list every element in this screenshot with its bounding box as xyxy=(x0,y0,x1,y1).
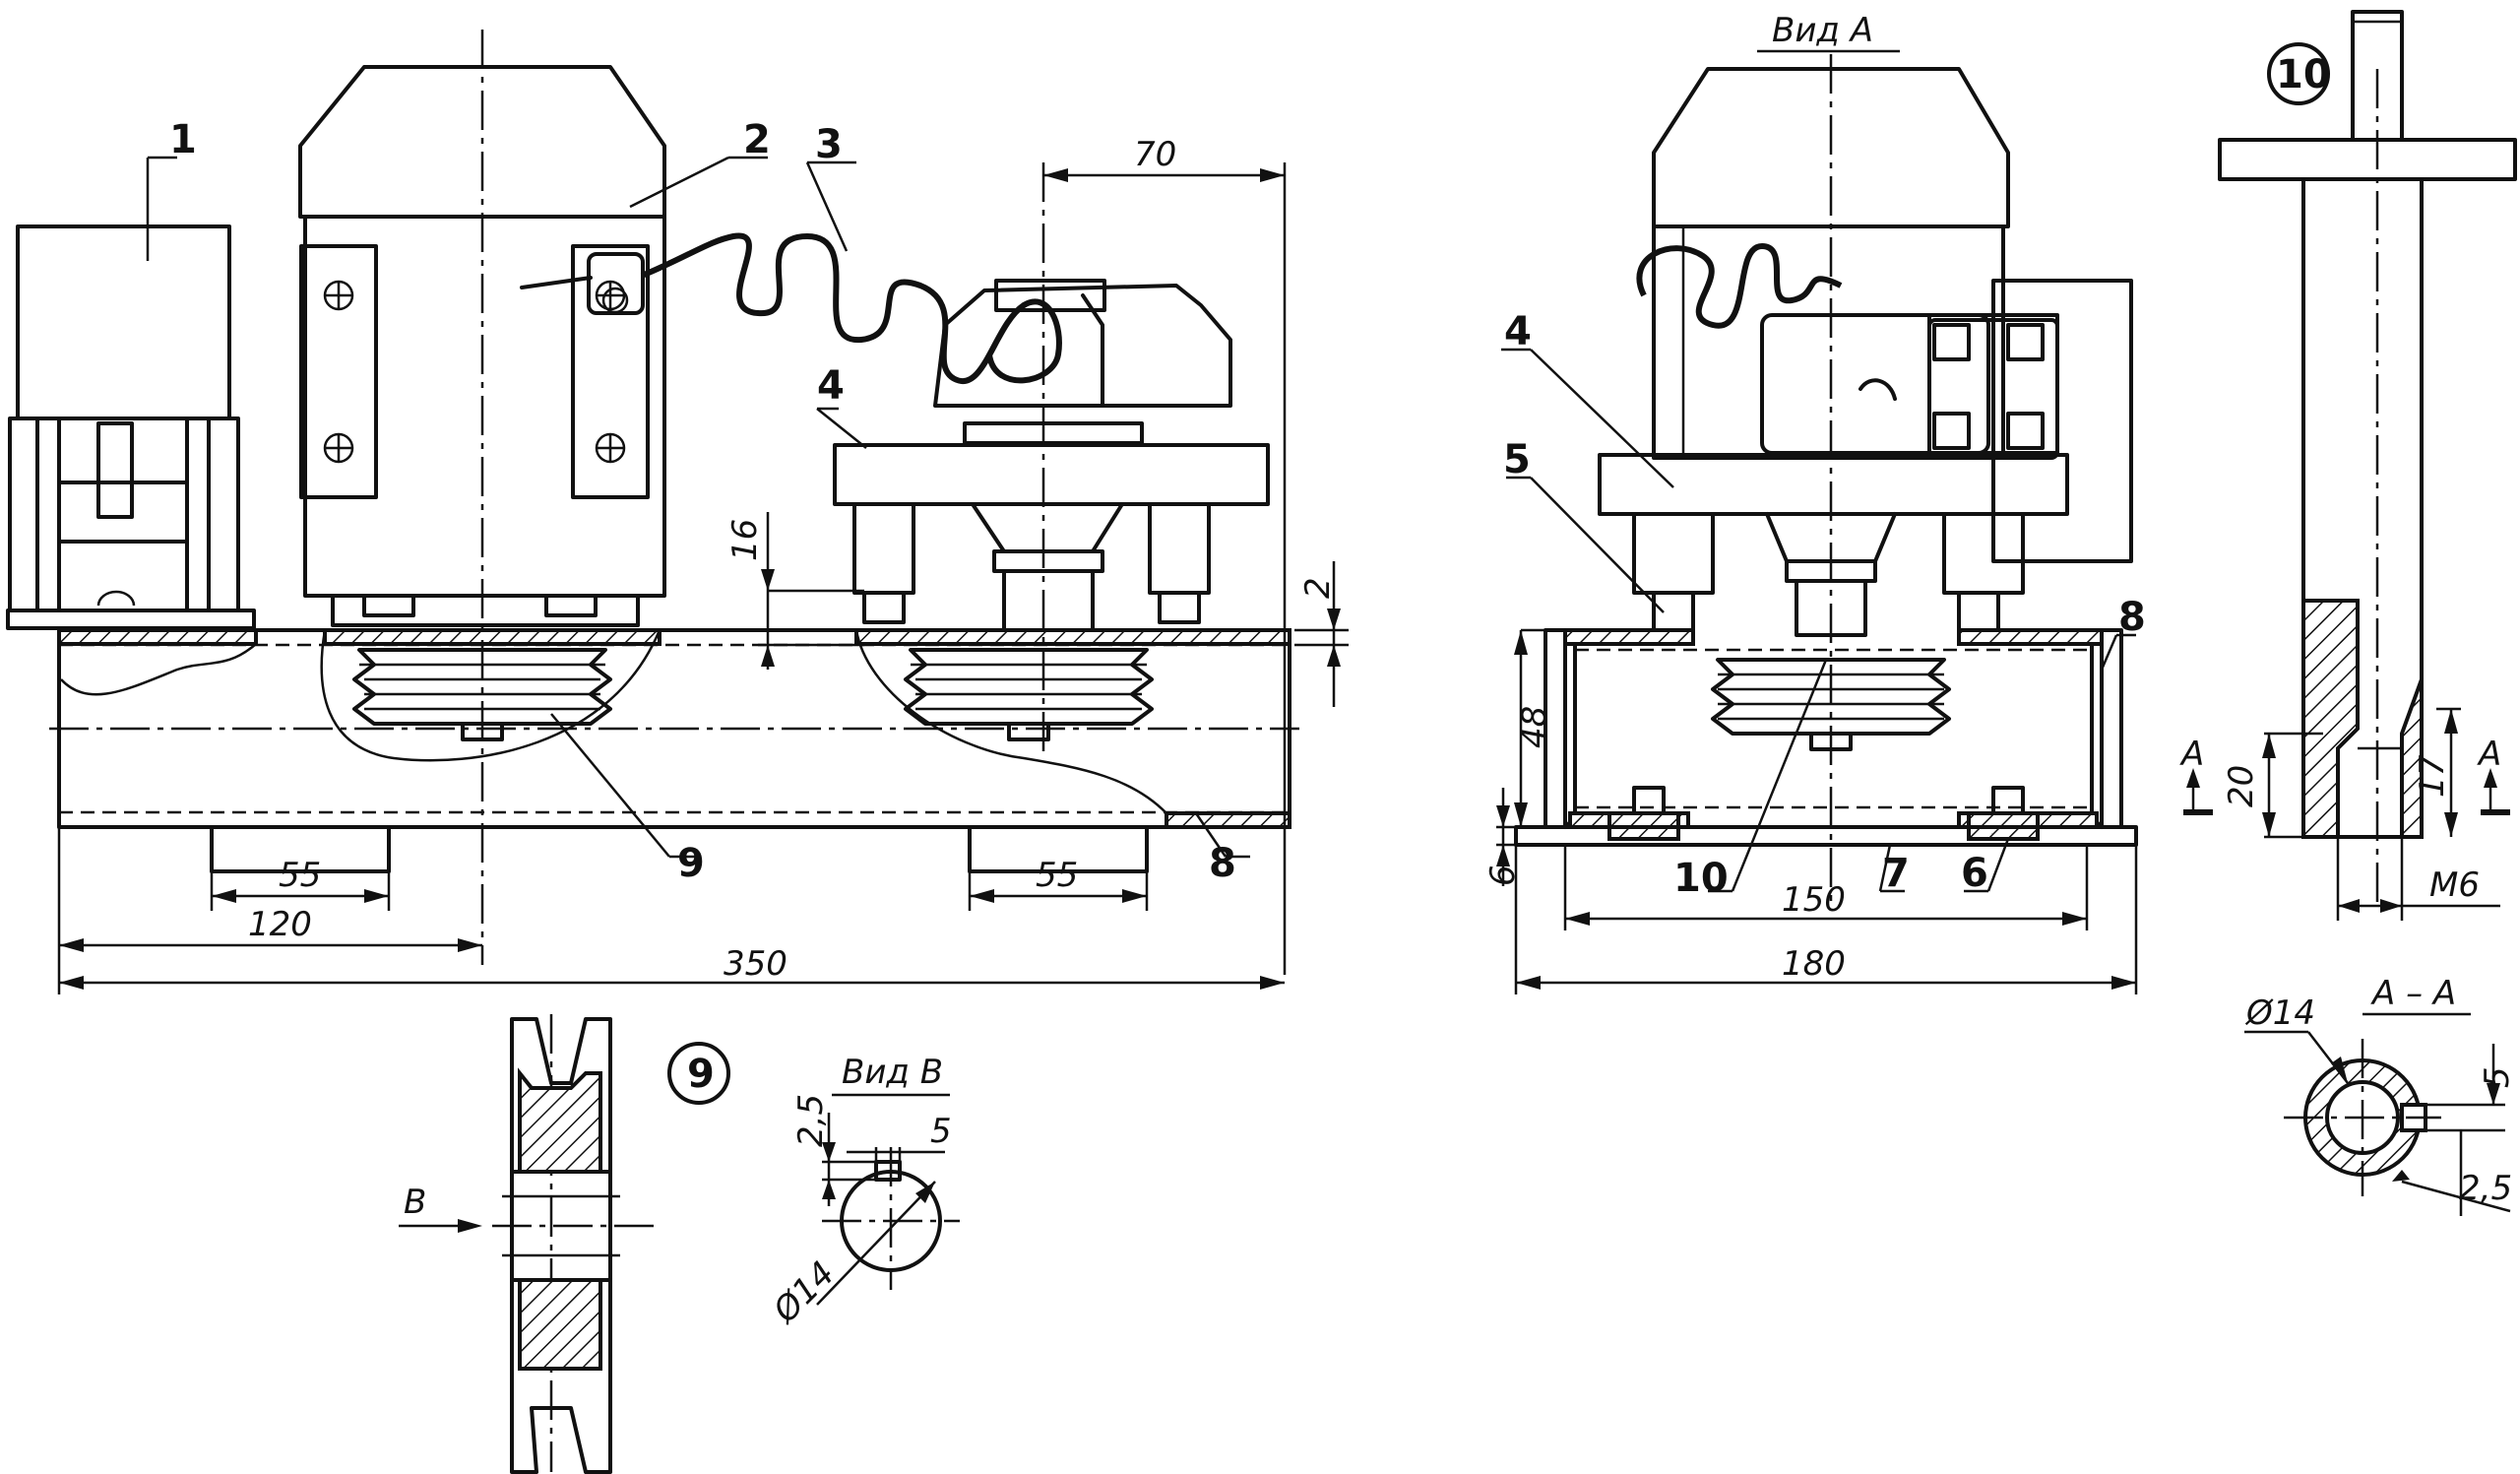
detail-10-shaft: 10 20 17 М6 А А xyxy=(2179,10,2517,921)
dim-2: 2 xyxy=(1298,577,1338,599)
dim-m6: М6 xyxy=(2429,865,2480,905)
callout-1: 1 xyxy=(169,117,197,162)
dim-2-5-section: 2,5 xyxy=(2459,1169,2512,1208)
callout-8: 8 xyxy=(1209,841,1236,886)
dim-55-right: 55 xyxy=(1036,856,1078,895)
callout-6: 6 xyxy=(1961,851,1988,896)
part-1-block xyxy=(6,224,256,630)
dim-phi14-section: Ø14 xyxy=(2244,993,2315,1033)
callout-10-view-a: 10 xyxy=(1673,856,1729,901)
view-b-arrow-label: В xyxy=(404,1183,426,1222)
dim-48: 48 xyxy=(1515,706,1554,748)
dim-phi14-view-b: Ø14 xyxy=(765,1254,843,1332)
section-a-a: А – А Ø14 5 2,5 xyxy=(2244,974,2517,1216)
view-b: Вид В 2,5 5 Ø14 xyxy=(765,1053,960,1332)
detail-10-circle xyxy=(2267,42,2330,105)
callout-leaders xyxy=(146,156,1250,859)
dim-17: 17 xyxy=(2413,754,2452,798)
callout-2: 2 xyxy=(743,117,771,162)
callout-7: 7 xyxy=(1882,851,1910,896)
cut-a-right: А xyxy=(2477,735,2501,774)
dim-16: 16 xyxy=(725,519,765,561)
cut-a-left: А xyxy=(2179,735,2204,774)
view-a: Вид А xyxy=(1483,11,2146,994)
dim-2-5-view-b: 2,5 xyxy=(791,1094,831,1147)
callout-5: 5 xyxy=(1503,437,1531,482)
callout-9: 9 xyxy=(677,841,705,886)
part-9-pulleys xyxy=(352,648,1154,741)
detail-10-number: 10 xyxy=(2276,52,2331,97)
dim-55-left: 55 xyxy=(279,856,321,895)
dim-5-view-b: 5 xyxy=(930,1112,952,1151)
callout-4-view-a: 4 xyxy=(1504,309,1532,354)
detail-9-number: 9 xyxy=(687,1052,715,1097)
front-dimensions xyxy=(57,162,1349,994)
part-8-rail xyxy=(57,628,1292,873)
part-2-motor xyxy=(298,65,666,627)
dim-120: 120 xyxy=(248,905,312,944)
callout-3: 3 xyxy=(815,122,843,167)
detail-9-pulley: 9 В xyxy=(399,1014,730,1474)
part-4-pump xyxy=(833,279,1270,632)
view-b-title: Вид В xyxy=(842,1053,943,1092)
part-3-cable xyxy=(640,232,1062,385)
dim-150: 150 xyxy=(1782,880,1846,920)
callout-4: 4 xyxy=(817,363,845,409)
view-a-title: Вид А xyxy=(1772,11,1873,50)
dim-6: 6 xyxy=(1483,865,1523,886)
dim-180: 180 xyxy=(1782,944,1846,984)
front-view: 1 2 3 4 9 8 70 16 2 55 55 120 350 xyxy=(6,30,1349,994)
dim-5-section: 5 xyxy=(2478,1066,2517,1088)
dim-70: 70 xyxy=(1134,135,1176,174)
callout-8-view-a: 8 xyxy=(2118,595,2146,640)
dim-350: 350 xyxy=(724,944,788,984)
detail-9-circle xyxy=(667,1042,730,1105)
dim-20: 20 xyxy=(2222,765,2261,807)
section-aa-title: А – А xyxy=(2370,974,2456,1013)
